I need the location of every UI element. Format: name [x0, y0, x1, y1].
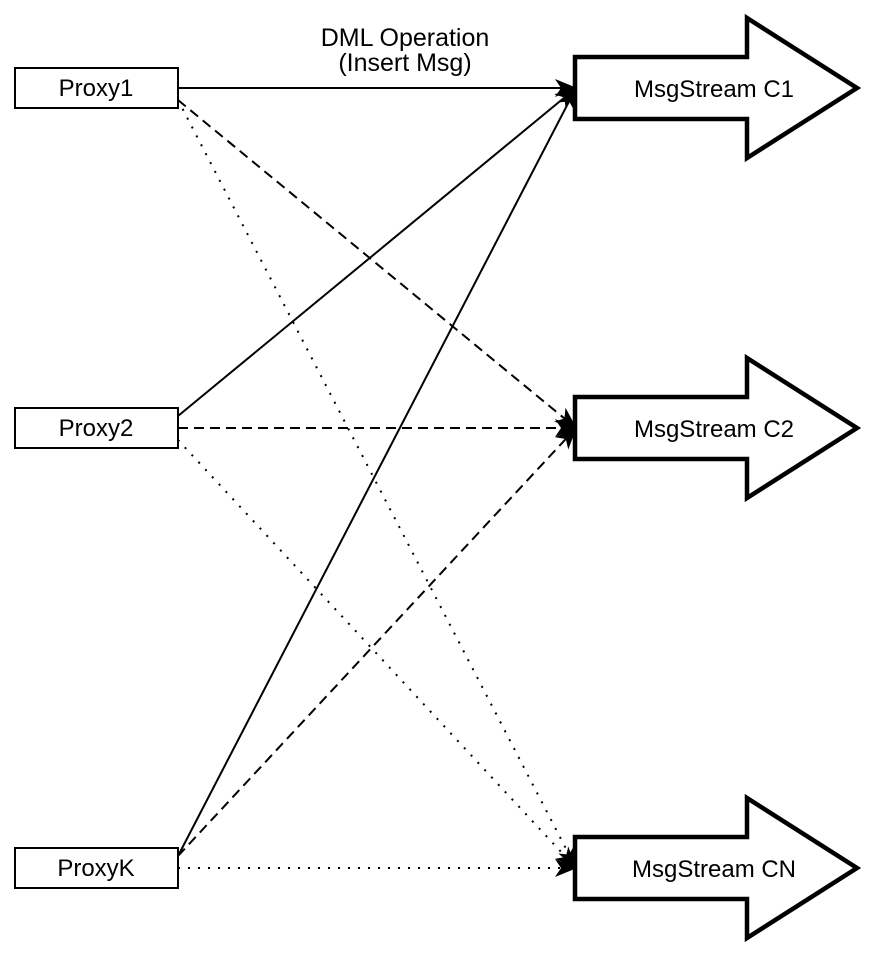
connector-proxy2-cn	[177, 439, 577, 869]
diagram-title-line2: (Insert Msg)	[338, 49, 471, 77]
diagram-title-line1: DML Operation	[321, 24, 490, 52]
msgstream-c1-node: MsgStream C1	[572, 13, 862, 163]
msgstream-c1-label: MsgStream C1	[634, 76, 794, 103]
proxyK-box	[14, 847, 179, 889]
proxy1-node: Proxy1	[14, 67, 179, 109]
proxyK-node: ProxyK	[14, 847, 179, 889]
connector-proxyK-c2	[177, 427, 577, 857]
proxy2-label: Proxy2	[59, 415, 134, 442]
proxy2-node: Proxy2	[14, 407, 179, 449]
connector-proxy1-c2	[177, 99, 577, 429]
msgstream-cn-label: MsgStream CN	[632, 856, 796, 883]
connector-proxyK-c1	[177, 87, 577, 857]
connector-lines	[177, 79, 577, 877]
msgstream-cn-arrow	[572, 793, 862, 943]
msgstream-c2-label: MsgStream C2	[634, 416, 794, 443]
connector-proxy1-cn	[177, 99, 577, 869]
proxy2-box	[14, 407, 179, 449]
msgstream-c2-arrow	[572, 353, 862, 503]
proxyK-label: ProxyK	[57, 855, 134, 882]
msgstream-c2-node: MsgStream C2	[572, 353, 862, 503]
proxy1-label: Proxy1	[59, 75, 134, 102]
msgstream-cn-node: MsgStream CN	[572, 793, 862, 943]
connector-proxy2-c1	[177, 87, 577, 417]
msgstream-c1-arrow	[572, 13, 862, 163]
proxy1-box	[14, 67, 179, 109]
